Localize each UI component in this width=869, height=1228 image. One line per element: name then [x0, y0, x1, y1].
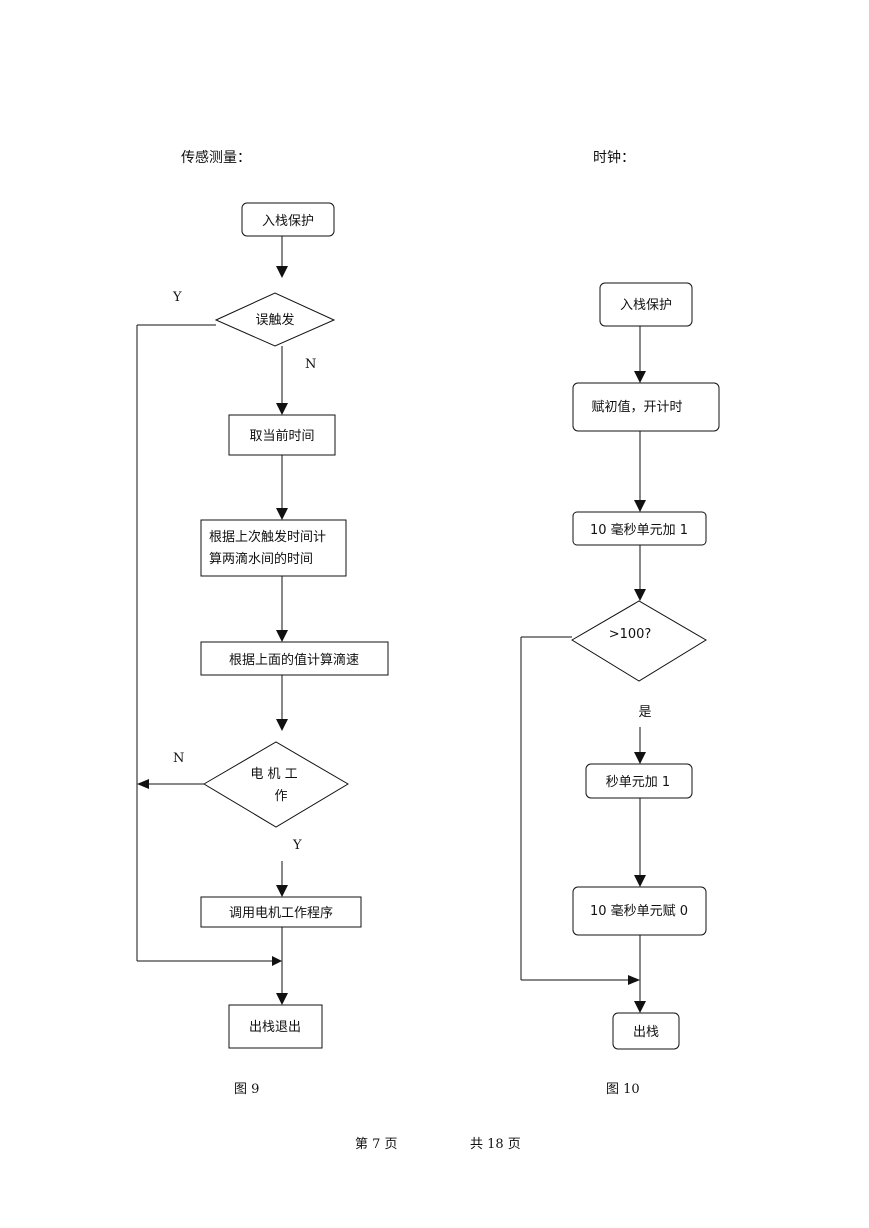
- left-arrowhead-3: [276, 508, 288, 520]
- left-drip-speed-text: 根据上面的值计算滴速: [229, 652, 359, 668]
- right-ms-zero-text: 10 毫秒单元赋 0: [590, 903, 688, 919]
- left-false-trigger-n-label: N: [305, 357, 316, 372]
- right-section-heading: 时钟：: [593, 150, 635, 166]
- left-motor-text-2: 作: [274, 789, 287, 804]
- right-ms-add-text: 10 毫秒单元加 1: [590, 522, 688, 538]
- right-pop-text: 出栈: [633, 1025, 659, 1040]
- left-arrowhead-4: [276, 630, 288, 642]
- right-sec-add-box: [585, 763, 693, 799]
- right-compare-text: >100?: [609, 627, 652, 642]
- left-false-trigger-y-label: Y: [172, 290, 182, 305]
- right-push-stack-box: [599, 282, 693, 327]
- left-get-time-text: 取当前时间: [249, 428, 314, 444]
- left-arrowhead-1: [276, 266, 288, 278]
- left-call-motor-box: [200, 896, 362, 928]
- left-interval-box: [200, 519, 347, 577]
- left-motor-n-label: N: [173, 751, 184, 766]
- left-arrowhead-6: [276, 885, 288, 897]
- right-arrowhead-4: [634, 752, 646, 764]
- left-interval-text-2: 算两滴水间的时间: [209, 551, 313, 567]
- right-arrowhead-2: [634, 500, 646, 512]
- left-flowchart: 入栈保护 误触发 Y N 取当前时间 根据上次触发时间计 算两滴水间的时间 根据…: [136, 202, 389, 1049]
- right-arrowhead-1: [634, 371, 646, 383]
- left-call-motor-text: 调用电机工作程序: [229, 906, 333, 921]
- left-get-time-box: [228, 414, 336, 456]
- right-push-stack-text: 入栈保护: [620, 298, 672, 313]
- right-compare-diamond: [571, 600, 707, 682]
- left-motor-no-arrowhead: [137, 779, 149, 789]
- right-flowchart: 入栈保护 赋初值，开计时 10 毫秒单元加 1 >100? 是 秒单元加 1: [520, 282, 720, 1050]
- left-drip-speed-box: [200, 641, 389, 676]
- right-caption: 图 10: [606, 1082, 640, 1097]
- left-caption: 图 9: [234, 1082, 260, 1097]
- left-arrowhead-5: [276, 719, 288, 731]
- left-pop-exit-box: [228, 1004, 323, 1049]
- left-arrowhead-2: [276, 403, 288, 415]
- right-arrowhead-6: [634, 1001, 646, 1013]
- right-init-text: 赋初值，开计时: [591, 399, 682, 415]
- right-bypass-return-arrowhead: [628, 975, 640, 985]
- page-total: 共 18 页: [470, 1137, 521, 1152]
- left-arrowhead-7: [276, 993, 288, 1005]
- right-sec-add-text: 秒单元加 1: [606, 775, 670, 790]
- left-push-stack-text: 入栈保护: [262, 214, 314, 229]
- left-false-trigger-diamond: [214, 292, 336, 347]
- left-motor-y-label: Y: [292, 838, 302, 853]
- right-pop-box: [612, 1012, 680, 1050]
- left-section-heading: 传感测量：: [181, 150, 251, 166]
- right-init-box: [572, 382, 720, 432]
- left-motor-diamond: [203, 741, 349, 828]
- page-number: 第 7 页: [355, 1137, 398, 1152]
- left-pop-exit-text: 出栈退出: [249, 1020, 301, 1035]
- right-arrowhead-3: [634, 589, 646, 601]
- left-push-stack-box: [241, 202, 335, 237]
- left-bypass-return-arrowhead: [272, 956, 282, 966]
- left-motor-text-1: 电 机 工: [250, 767, 297, 782]
- right-compare-yes-label: 是: [638, 705, 651, 720]
- left-interval-text-1: 根据上次触发时间计: [209, 529, 326, 545]
- right-arrowhead-5: [634, 875, 646, 887]
- left-false-trigger-text: 误触发: [255, 312, 294, 328]
